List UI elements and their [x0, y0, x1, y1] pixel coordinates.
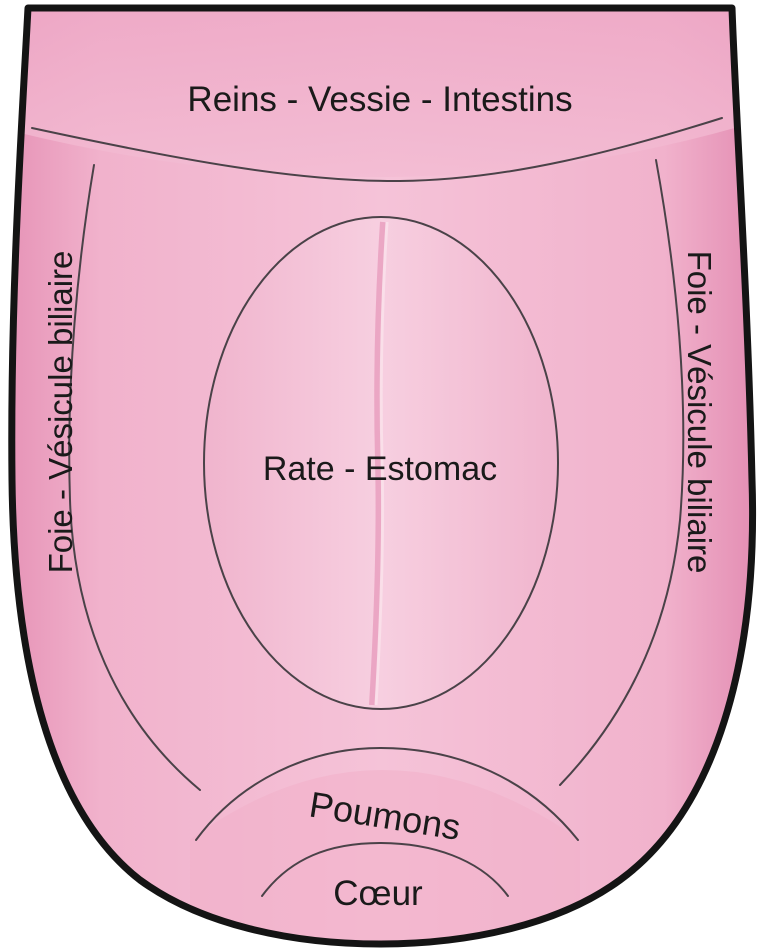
label-spleen-stomach: Rate - Estomac — [263, 450, 497, 488]
label-kidneys-bladder-intestines: Reins - Vessie - Intestins — [187, 80, 572, 119]
label-liver-gallbladder-left: Foie - Vésicule biliaire — [42, 251, 79, 574]
label-liver-gallbladder-right: Foie - Vésicule biliaire — [681, 251, 718, 574]
label-heart: Cœur — [333, 874, 423, 913]
